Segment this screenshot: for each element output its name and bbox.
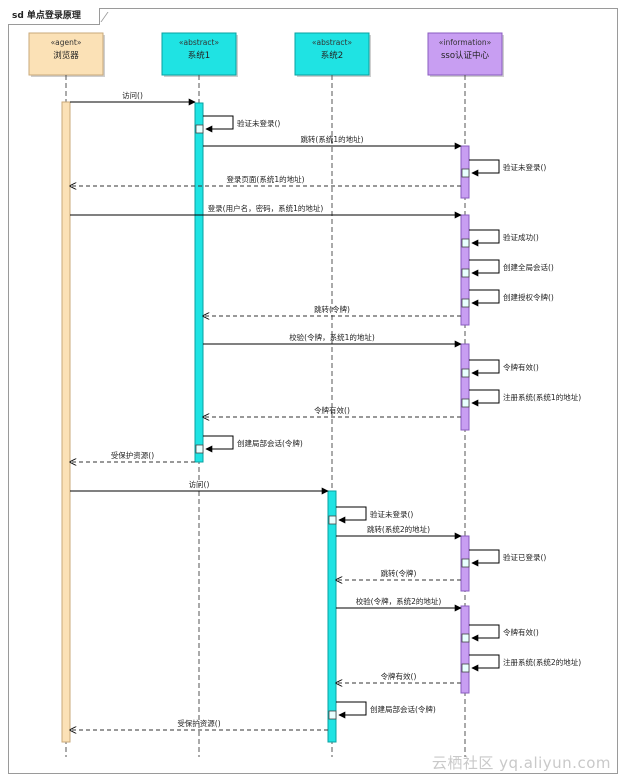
self-message-label: 创建局部会话(令牌) [237,438,303,448]
participant-box [161,32,237,76]
participant-box [294,32,370,76]
message-label: 跳转(令牌) [381,568,417,578]
nested-activation [461,268,470,278]
message-label: 访问() [189,479,210,489]
participant-stereotype: «abstract» [179,38,220,47]
self-message-label: 令牌有效() [503,362,539,372]
nested-activation [328,515,337,525]
message-label: 令牌有效() [381,671,417,681]
self-message-arrow [469,289,500,307]
diagram-frame [8,8,618,774]
self-message-arrow [469,159,500,177]
nested-activation [461,398,470,408]
participant-box [28,32,104,76]
nested-activation [461,168,470,178]
activation-bar [194,102,204,463]
participant-name: 系统1 [188,50,210,61]
nested-activation [195,444,204,454]
message-label: 校验(令牌，系统1的地址) [289,332,375,342]
self-message-label: 验证未登录() [503,162,546,172]
self-message-arrow [469,389,500,407]
self-message-arrow [469,359,500,377]
self-message-label: 验证未登录() [237,118,280,128]
nested-activation [461,558,470,568]
frame-title: sd 单点登录原理 [8,8,100,25]
message-label: 访问() [122,90,143,100]
self-message-arrow [469,624,500,642]
activation-bar [61,101,71,743]
message-label: 跳转(系统1的地址) [300,134,363,144]
nested-activation [328,710,337,720]
message-label: 令牌有效() [314,405,350,415]
message-label: 校验(令牌，系统2的地址) [356,596,442,606]
self-message-arrow [203,435,234,453]
self-message-label: 验证成功() [503,232,539,242]
self-message-label: 令牌有效() [503,627,539,637]
activation-bar [460,343,470,431]
self-message-arrow [203,115,234,133]
nested-activation [461,368,470,378]
self-message-label: 创建全局会话() [503,262,554,272]
self-message-arrow [469,229,500,247]
participant-box [427,32,503,76]
participant-name: sso认证中心 [441,50,490,61]
nested-activation [461,238,470,248]
participant-name: 系统2 [321,50,343,61]
participant-name: 浏览器 [53,50,79,61]
participant-stereotype: «information» [439,38,492,47]
self-message-label: 注册系统(系统2的地址) [503,657,581,667]
message-label: 跳转(系统2的地址) [367,524,430,534]
activation-bar [460,605,470,694]
self-message-label: 验证未登录() [370,509,413,519]
activation-bar [327,490,337,743]
nested-activation [461,663,470,673]
participant-stereotype: «agent» [51,38,82,47]
message-label: 受保护资源() [177,718,220,728]
message-label: 登录(用户名，密码，系统1的地址) [208,203,324,213]
self-message-label: 创建局部会话(令牌) [370,704,436,714]
self-message-label: 创建授权令牌() [503,292,554,302]
self-message-label: 注册系统(系统1的地址) [503,392,581,402]
self-message-arrow [336,701,367,719]
message-label: 登录页面(系统1的地址) [226,174,304,184]
self-message-arrow [469,654,500,672]
message-label: 受保护资源() [111,450,154,460]
nested-activation [461,633,470,643]
self-message-arrow [336,506,367,524]
watermark: 云栖社区 yq.aliyun.com [431,754,611,772]
nested-activation [461,298,470,308]
self-message-label: 验证已登录() [503,552,546,562]
self-message-arrow [469,549,500,567]
nested-activation [195,124,204,134]
participant-stereotype: «abstract» [312,38,353,47]
message-label: 跳转(令牌) [314,304,350,314]
self-message-arrow [469,259,500,277]
